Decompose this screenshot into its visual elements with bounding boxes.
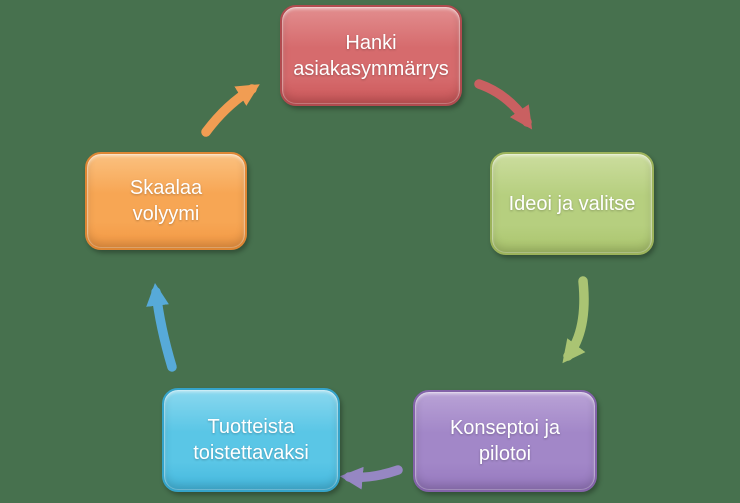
arrow-red-to-green: [474, 79, 533, 130]
node-skaalaa-volyymi: Skaalaa volyymi: [85, 152, 247, 250]
node-label: Tuotteista toistettavaksi: [193, 416, 309, 464]
arrow-purple-to-cyan: [339, 465, 403, 490]
node-label: Skaalaa volyymi: [129, 177, 203, 225]
node-label: Hanki asiakasymmärrys: [293, 31, 449, 80]
node-hanki-asiakasymmarrys: Hanki asiakasymmärrys: [280, 5, 462, 106]
node-label: Konseptoi ja pilotoi: [449, 417, 561, 465]
node-label: Ideoi ja valitse: [508, 192, 636, 215]
node-ideoi-ja-valitse: Ideoi ja valitse: [490, 152, 654, 255]
arrow-cyan-to-orange: [146, 282, 177, 372]
node-tuotteista-toistettavaksi: Tuotteista toistettavaksi: [162, 388, 340, 492]
node-konseptoi-ja-pilotoi: Konseptoi ja pilotoi: [413, 390, 597, 492]
arrow-orange-to-red: [201, 84, 260, 137]
arrow-green-to-purple: [562, 276, 589, 364]
